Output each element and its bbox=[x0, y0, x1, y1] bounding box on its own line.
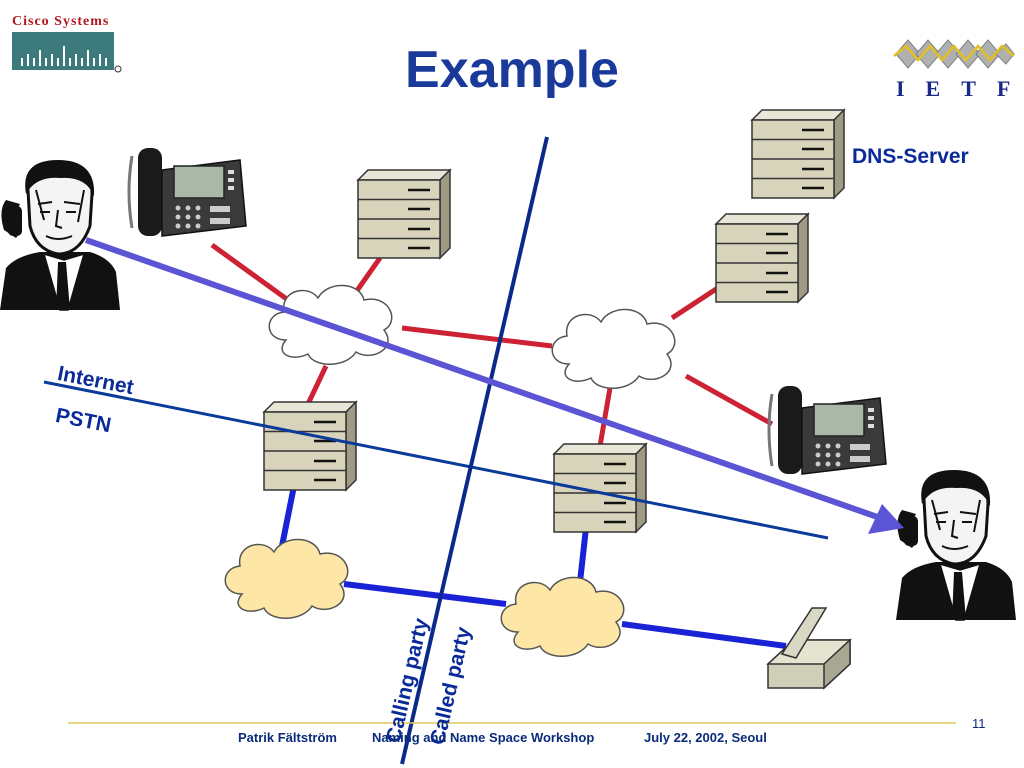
internet-pstn-divider bbox=[43, 380, 829, 540]
slide-title: Example bbox=[405, 41, 619, 99]
desk-phone-icon bbox=[766, 607, 852, 690]
called-person-icon bbox=[894, 468, 1018, 622]
ietf-logo-text: IETF bbox=[896, 76, 1024, 101]
pstn-links bbox=[279, 485, 787, 649]
calling-person-icon bbox=[0, 158, 122, 312]
internet-cloud-icon bbox=[551, 308, 676, 390]
footer-author: Patrik Fältström bbox=[238, 730, 337, 745]
gateway-server-icon bbox=[552, 442, 648, 534]
call-arrow bbox=[85, 237, 887, 523]
server-icon bbox=[714, 212, 810, 304]
gateway-server-icon bbox=[262, 400, 358, 492]
ip-phone-icon bbox=[127, 146, 248, 238]
pstn-cloud-icon bbox=[500, 576, 625, 658]
ip-phone-icon bbox=[767, 384, 888, 476]
ietf-logo-icon bbox=[893, 39, 1015, 69]
cisco-logo-text: Cisco Systems bbox=[12, 14, 110, 29]
dns-server-icon bbox=[750, 108, 846, 200]
pstn-cloud-icon bbox=[224, 538, 349, 620]
party-divider bbox=[400, 136, 549, 765]
cisco-logo-icon bbox=[12, 32, 122, 73]
call-arrow-head bbox=[868, 504, 904, 534]
page-number: 11 bbox=[972, 716, 986, 731]
footer-date: July 22, 2002, Seoul bbox=[644, 730, 767, 745]
footer-workshop: Naming and Name Space Workshop bbox=[372, 730, 595, 745]
internet-links bbox=[210, 242, 774, 447]
dns-server-label: DNS-Server bbox=[852, 145, 969, 168]
server-icon bbox=[356, 168, 452, 260]
